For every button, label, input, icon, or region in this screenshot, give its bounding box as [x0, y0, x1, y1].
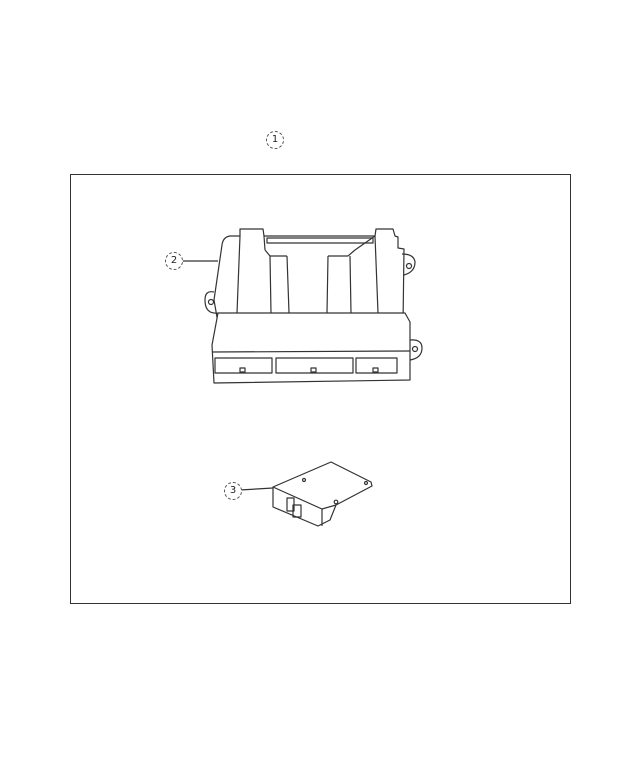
parts-frame: [70, 174, 571, 604]
callout-2: 2: [165, 252, 183, 270]
control-module-drawing: [204, 228, 423, 384]
connector-slot-left: [214, 357, 273, 374]
connector-slot-right: [355, 357, 398, 374]
connector-slot-center: [275, 357, 354, 374]
callout-3: 3: [224, 482, 242, 500]
circuit-module-drawing: [272, 461, 373, 527]
leader-line-3: [239, 487, 274, 491]
callout-1: 1: [266, 131, 284, 149]
